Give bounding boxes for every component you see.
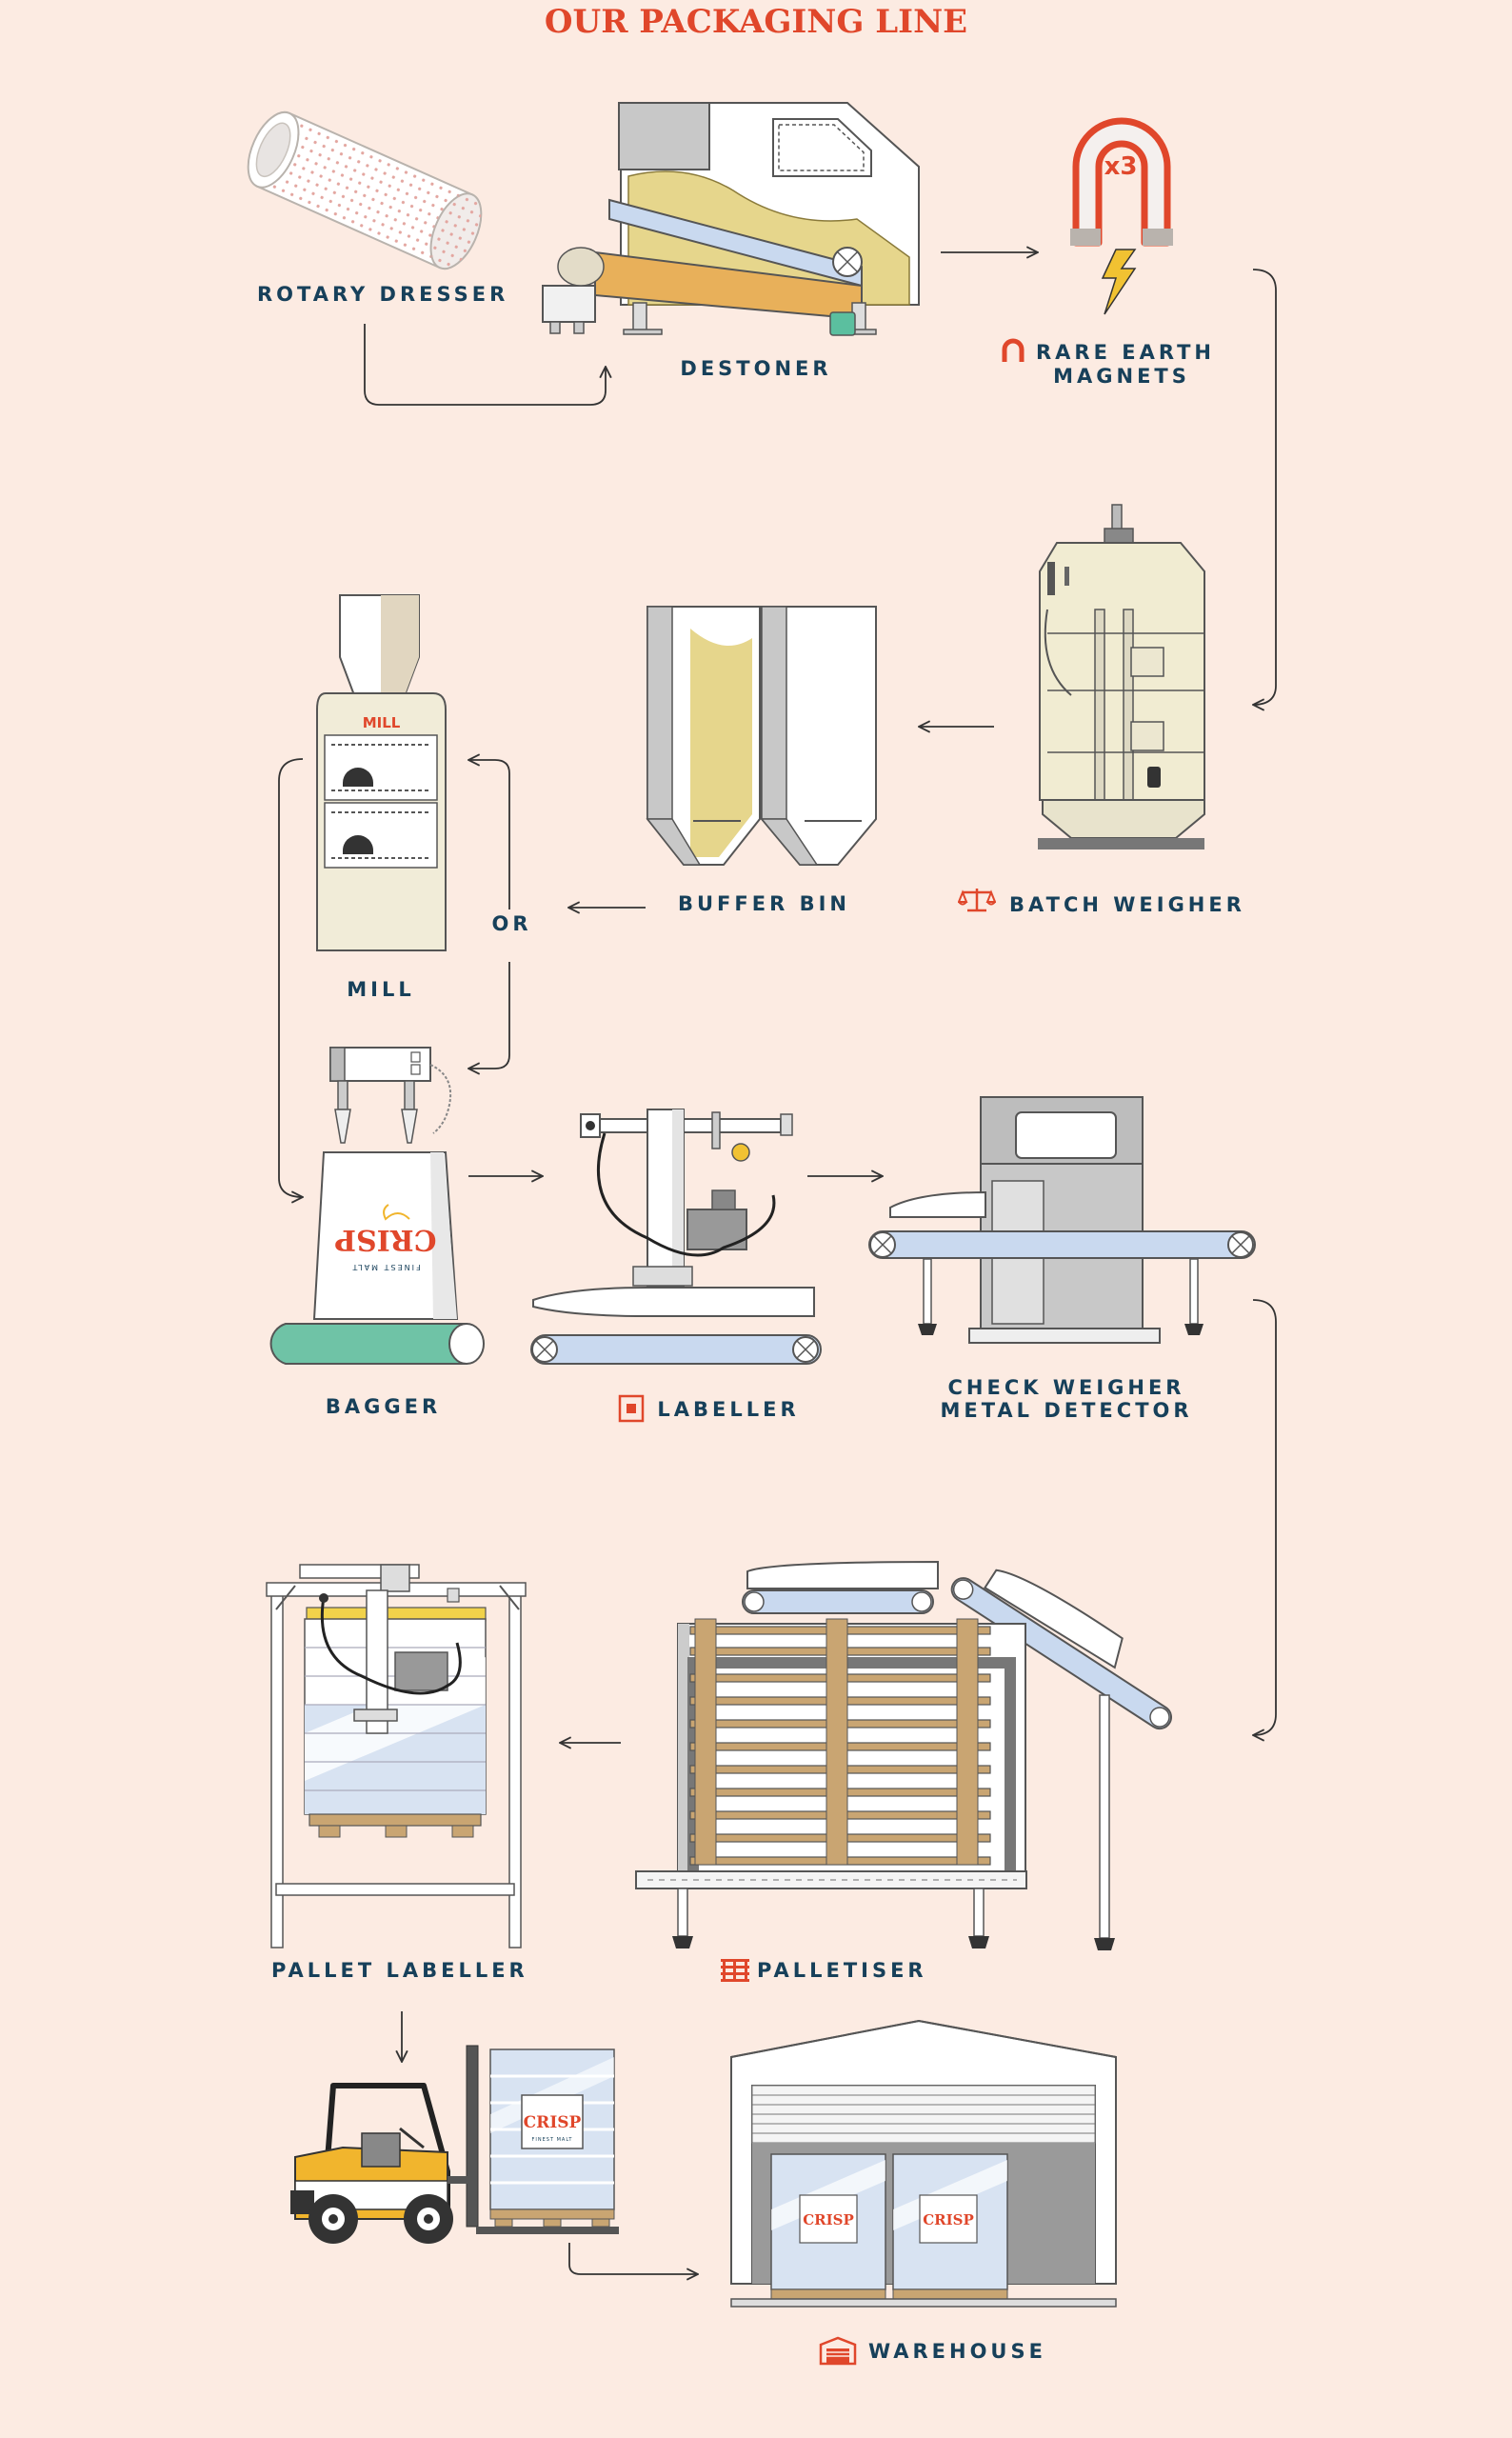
label-warehouse: WAREHOUSE [868, 2340, 1046, 2363]
mill-sign: MILL [362, 714, 401, 731]
magnet-multiplier: x3 [1104, 152, 1138, 181]
bagger-crisp-logo: FINEST MALT CRISP [334, 1204, 437, 1271]
warehouse-illustration: CRISP CRISP [730, 2019, 1117, 2308]
palletiser-icon [721, 1959, 749, 1982]
arrow-magnets-to-weigher [1253, 269, 1277, 705]
label-labeller: LABELLER [657, 1398, 800, 1421]
warehouse-icon [819, 2336, 857, 2366]
label-batch-weigher: BATCH WEIGHER [1009, 893, 1245, 916]
buffer-bin-illustration [646, 606, 877, 866]
bagger-illustration: FINEST MALT CRISP [269, 1047, 485, 1365]
page-title: OUR PACKAGING LINE [544, 3, 968, 41]
label-destoner: DESTONER [680, 357, 832, 380]
svg-text:FINEST MALT: FINEST MALT [350, 1263, 420, 1271]
pallet-labeller-illustration [266, 1564, 527, 1948]
label-metal-detector: METAL DETECTOR [940, 1399, 1193, 1422]
forklift-illustration: CRISP FINEST MALT [290, 2045, 619, 2244]
svg-text:CRISP: CRISP [923, 2211, 974, 2228]
arrow-or-to-bagger [468, 962, 510, 1069]
svg-text:CRISP: CRISP [803, 2211, 854, 2228]
scale-icon [958, 889, 996, 912]
arrow-checkweigher-to-palletiser [1253, 1299, 1277, 1735]
label-bagger: BAGGER [325, 1395, 442, 1418]
mill-illustration [316, 594, 447, 951]
svg-text:FINEST MALT: FINEST MALT [532, 2137, 573, 2143]
labeller-icon [618, 1394, 645, 1423]
rotary-dresser-illustration [247, 110, 483, 270]
label-magnets-line2: MAGNETS [1053, 365, 1190, 388]
arrow-or-to-mill [468, 760, 510, 909]
magnet-icon [1002, 338, 1025, 362]
label-palletiser: PALLETISER [757, 1959, 927, 1982]
label-check-weigher: CHECK WEIGHER [947, 1376, 1185, 1399]
check-weigher-illustration [868, 1096, 1256, 1344]
label-rotary-dresser: ROTARY DRESSER [257, 283, 509, 306]
svg-text:CRISP: CRISP [334, 1223, 436, 1256]
rare-earth-magnet-illustration [1070, 117, 1173, 315]
arrow-mill-to-bagger [278, 758, 303, 1197]
labeller-illustration [530, 1109, 822, 1365]
label-buffer-bin: BUFFER BIN [678, 892, 850, 915]
palletiser-illustration [635, 1560, 1172, 1950]
svg-text:CRISP: CRISP [524, 2113, 582, 2132]
arrow-dresser-to-destoner [364, 324, 606, 406]
label-magnets-line1: RARE EARTH [1036, 341, 1215, 364]
flow-arrows [278, 252, 1277, 2274]
label-pallet-labeller: PALLET LABELLER [271, 1959, 528, 1982]
label-mill: MILL [347, 978, 415, 1001]
destoner-illustration [542, 102, 920, 336]
label-or: OR [491, 912, 532, 935]
batch-weigher-illustration [1038, 504, 1205, 849]
arrow-forklift-to-warehouse [568, 2243, 698, 2274]
